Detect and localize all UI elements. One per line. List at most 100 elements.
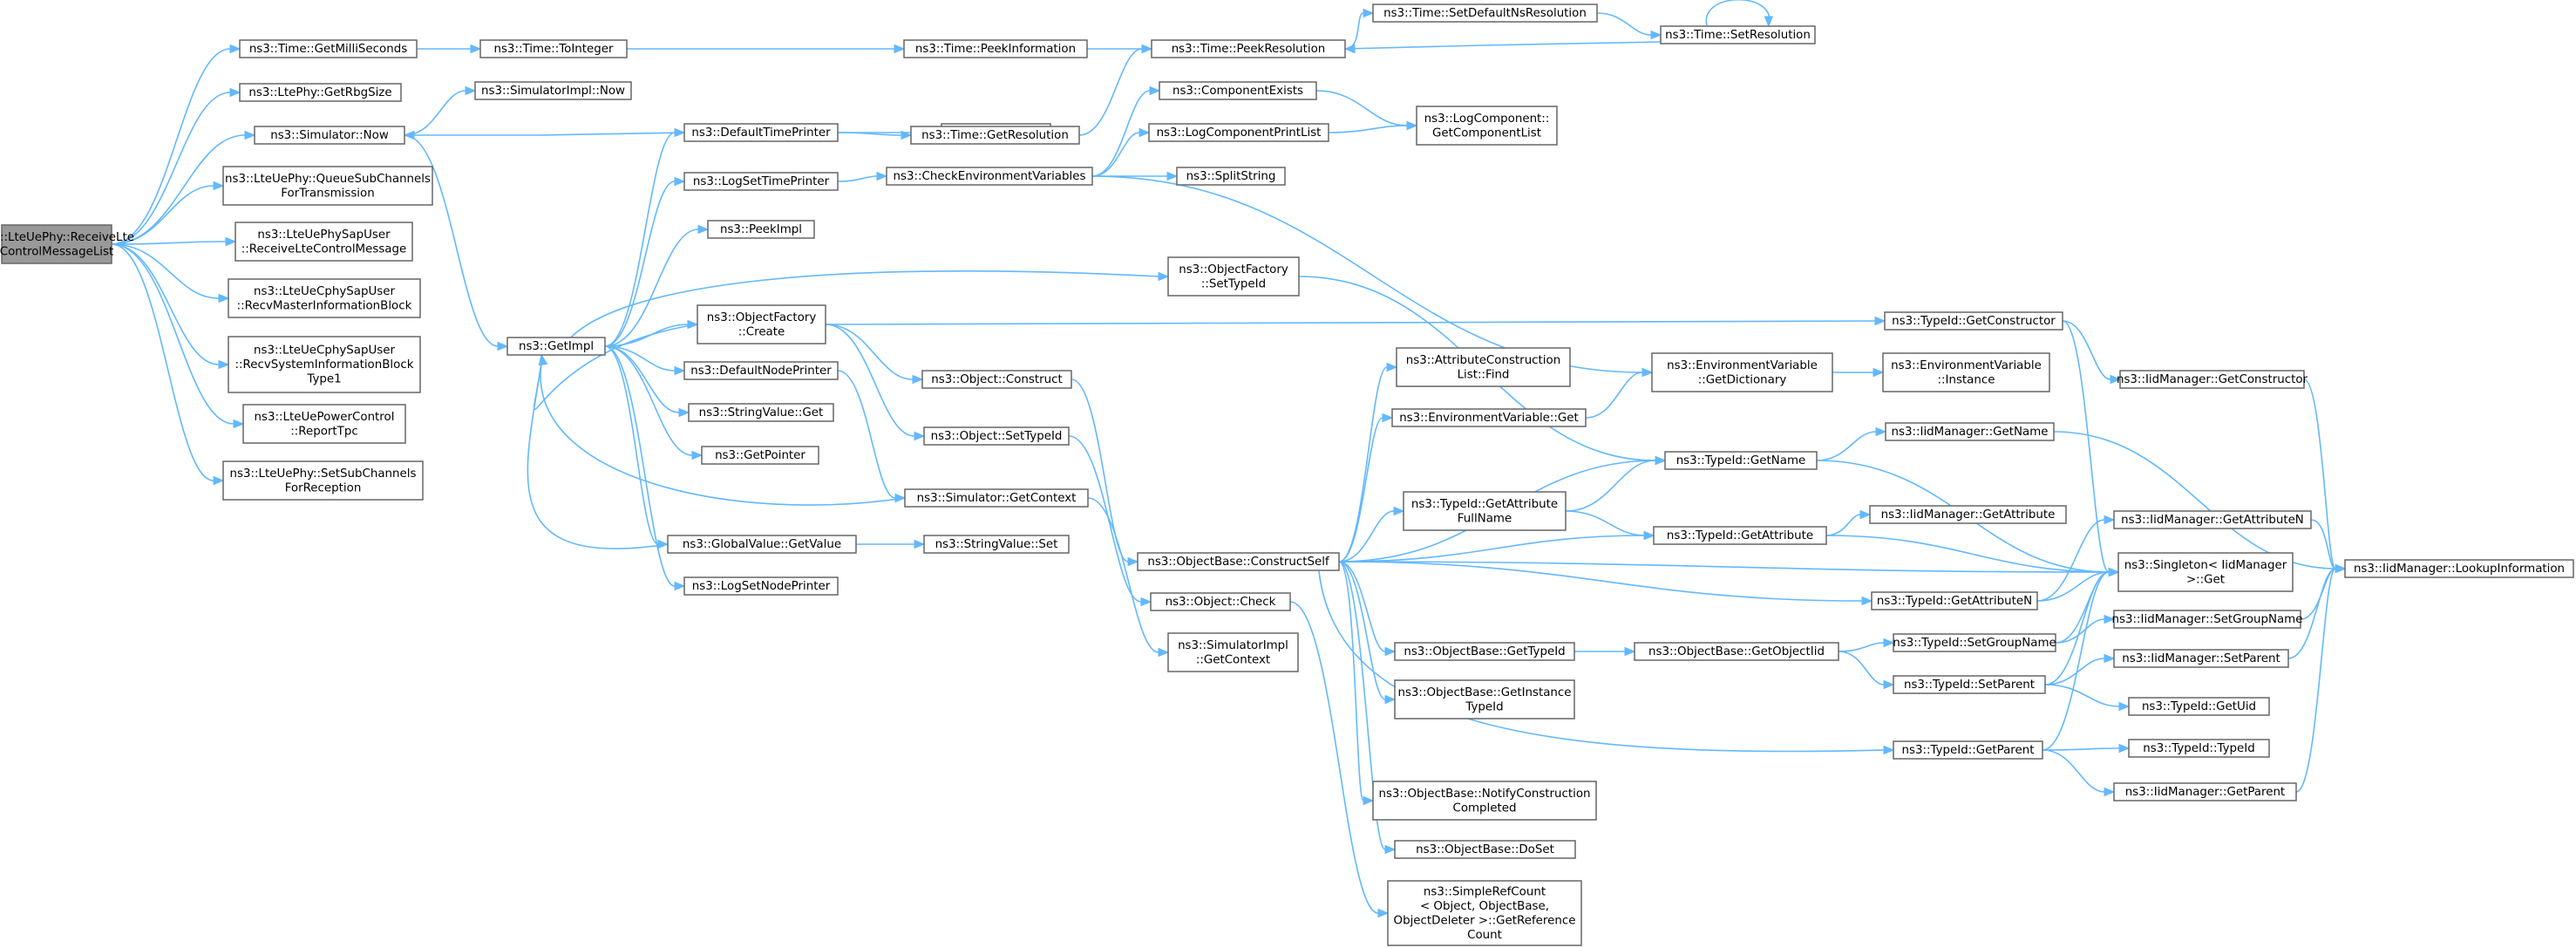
function-node-rbg[interactable]: ns3::LtePhy::GetRbgSize [239, 83, 402, 102]
function-node-getcl[interactable]: ns3::LogComponent::GetComponentList [1416, 106, 1558, 146]
edge-obcs-to-acfind [1338, 362, 1398, 563]
function-node-evgetdict[interactable]: ns3::EnvironmentVariable::GetDictionary [1651, 352, 1833, 392]
function-node-imsgn[interactable]: ns3::IidManager::SetGroupName [2112, 610, 2303, 629]
function-node-tidgetattrn[interactable]: ns3::TypeId::GetAttributeN [1871, 591, 2038, 610]
function-node-ofsettid[interactable]: ns3::ObjectFactory::SetTypeId [1167, 256, 1300, 297]
edge-line [1338, 510, 1395, 563]
function-node-setres[interactable]: ns3::Time::SetResolution [1660, 25, 1816, 44]
node-box [1660, 25, 1816, 44]
function-node-splitstr[interactable]: ns3::SplitString [1176, 167, 1286, 186]
function-node-imsp[interactable]: ns3::IidManager::SetParent [2113, 649, 2289, 668]
edge-arrowhead [1343, 44, 1356, 54]
function-node-gvget[interactable]: ns3::GlobalValue::GetValue [667, 535, 857, 554]
node-label: ns3::ObjectBase::ConstructSelf [1147, 556, 1329, 569]
function-node-obgtid[interactable]: ns3::ObjectBase::GetTypeId [1394, 642, 1575, 661]
function-node-imgp[interactable]: ns3::IidManager::GetParent [2113, 782, 2297, 801]
edge-arrowhead [1127, 556, 1139, 567]
node-label: ::RecvSystemInformationBlock [235, 358, 414, 372]
function-node-compex[interactable]: ns3::ComponentExists [1159, 81, 1317, 100]
edge-line [604, 345, 676, 372]
edge-obcs-to-obnotify [1338, 561, 1375, 806]
function-node-lsnp[interactable]: ns3::LogSetNodePrinter [683, 576, 839, 596]
edge-dtp-to-simnow [403, 130, 685, 140]
function-node-sapuser[interactable]: ns3::LteUePhySapUser::ReceiveLteControlM… [234, 222, 413, 262]
function-node-tidgu[interactable]: ns3::TypeId::GetUid [2128, 697, 2270, 716]
function-node-ofcreate[interactable]: ns3::ObjectFactory::Create [697, 304, 826, 344]
function-node-srcount[interactable]: ns3::SimpleRefCount< Object, ObjectBase,… [1387, 880, 1582, 946]
function-node-dnp[interactable]: ns3::DefaultNodePrinter [683, 361, 839, 380]
function-node-getres[interactable]: ns3::Time::GetResolution [910, 126, 1080, 145]
function-node-tpc[interactable]: ns3::LteUePowerControl::ReportTpc [242, 404, 406, 444]
function-node-imga[interactable]: ns3::IidManager::GetAttribute [1869, 505, 2067, 524]
edge-root-to-sib [111, 243, 230, 370]
function-node-setsub[interactable]: ns3::LteUePhy::SetSubChannelsForReceptio… [222, 460, 424, 501]
function-node-tidtid[interactable]: ns3::TypeId::TypeId [2128, 739, 2270, 758]
function-node-evinst[interactable]: ns3::EnvironmentVariable::Instance [1882, 352, 2050, 392]
function-node-peekinfo[interactable]: ns3::Time::PeekInformation [903, 39, 1088, 58]
function-node-tidgetattr[interactable]: ns3::TypeId::GetAttribute [1653, 526, 1827, 545]
edge-arrowhead [1384, 844, 1397, 855]
function-node-obnotify[interactable]: ns3::ObjectBase::NotifyConstructionCompl… [1372, 781, 1597, 821]
function-node-lstp[interactable]: ns3::LogSetTimePrinter [683, 172, 839, 191]
function-node-lcpl[interactable]: ns3::LogComponentPrintList [1148, 123, 1329, 142]
function-node-imlookup[interactable]: ns3::IidManager::LookupInformation [2344, 559, 2574, 578]
function-node-objcons[interactable]: ns3::Object::Construct [921, 370, 1072, 389]
function-node-imgc[interactable]: ns3::IidManager::GetConstructor [2117, 370, 2308, 389]
function-node-simctx[interactable]: ns3::Simulator::GetContext [904, 488, 1089, 508]
function-node-tidgp[interactable]: ns3::TypeId::GetParent [1893, 740, 2043, 760]
node-box [1, 224, 112, 264]
function-node-tidsgn[interactable]: ns3::TypeId::SetGroupName [1893, 633, 2056, 652]
function-node-svset[interactable]: ns3::StringValue::Set [923, 535, 1070, 554]
function-node-peekimpl[interactable]: ns3::PeekImpl [707, 220, 815, 239]
function-node-getms[interactable]: ns3::Time::GetMilliSeconds [239, 39, 418, 58]
function-node-dtp[interactable]: ns3::DefaultTimePrinter [683, 123, 839, 142]
function-node-getptr[interactable]: ns3::GetPointer [701, 446, 819, 465]
function-node-tidsp[interactable]: ns3::TypeId::SetParent [1893, 675, 2046, 694]
edge-root-to-getms [111, 44, 241, 245]
function-node-implnow[interactable]: ns3::SimulatorImpl::Now [474, 81, 632, 100]
edge-getimpl-to-dtp [604, 127, 686, 347]
function-node-evget[interactable]: ns3::EnvironmentVariable::Get [1391, 408, 1587, 427]
function-node-checkenv[interactable]: ns3::CheckEnvironmentVariables [886, 167, 1093, 186]
node-label: ns3::ObjectBase::GetTypeId [1404, 645, 1565, 658]
function-node-implctx[interactable]: ns3::SimulatorImpl::GetContext [1167, 632, 1299, 672]
function-node-peekres[interactable]: ns3::Time::PeekResolution [1151, 39, 1346, 58]
node-label: ns3::LteUePhy::ReceiveLte [0, 231, 134, 244]
node-box [1148, 123, 1329, 142]
node-label: ns3::DefaultTimePrinter [691, 126, 831, 140]
function-node-obgetoid[interactable]: ns3::ObjectBase::GetObjectIid [1634, 642, 1839, 661]
function-node-simnow[interactable]: ns3::Simulator::Now [254, 126, 405, 145]
function-node-getimpl[interactable]: ns3::GetImpl [506, 337, 606, 356]
node-label: ns3::TypeId::SetParent [1904, 679, 2035, 692]
function-node-svget[interactable]: ns3::StringValue::Get [688, 403, 834, 422]
function-node-tidgetname[interactable]: ns3::TypeId::GetName [1664, 451, 1818, 470]
edge-line [1068, 435, 1142, 603]
function-node-tidgetcons[interactable]: ns3::TypeId::GetConstructor [1884, 311, 2063, 331]
node-label: ns3::Object::Check [1166, 596, 1276, 609]
function-node-toint[interactable]: ns3::Time::ToInteger [479, 39, 628, 58]
edge-root-to-sapuser [111, 236, 237, 247]
function-node-imgn[interactable]: ns3::IidManager::GetName [1885, 422, 2055, 441]
function-node-objcheck[interactable]: ns3::Object::Check [1150, 592, 1291, 611]
edge-line [825, 324, 915, 437]
root-function-node-root[interactable]: ns3::LteUePhy::ReceiveLteControlMessageL… [0, 224, 134, 264]
node-label: ns3::EnvironmentVariable::Get [1399, 412, 1579, 425]
function-node-setdef[interactable]: ns3::Time::SetDefaultNsResolution [1372, 3, 1598, 23]
function-node-queue[interactable]: ns3::LteUePhy::QueueSubChannelsForTransm… [222, 166, 433, 206]
edge-line [2044, 684, 2120, 707]
function-node-obdoset[interactable]: ns3::ObjectBase::DoSet [1394, 840, 1576, 859]
function-node-objsettid[interactable]: ns3::Object::SetTypeId [923, 426, 1070, 446]
function-node-singleton[interactable]: ns3::Singleton< IidManager>::Get [2117, 552, 2294, 592]
node-label: ns3::ObjectFactory [1179, 263, 1288, 276]
edge-arrowhead [213, 181, 225, 191]
node-box [683, 172, 839, 191]
function-node-sib[interactable]: ns3::LteUeCphySapUser::RecvSystemInforma… [228, 336, 421, 393]
function-node-mib[interactable]: ns3::LteUeCphySapUser::RecvMasterInforma… [228, 278, 421, 318]
function-node-obcs[interactable]: ns3::ObjectBase::ConstructSelf [1137, 552, 1340, 571]
edge-simctx-to-implctx [1087, 497, 1170, 658]
node-box [234, 222, 413, 262]
function-node-imgan[interactable]: ns3::IidManager::GetAttributeN [2113, 510, 2312, 529]
